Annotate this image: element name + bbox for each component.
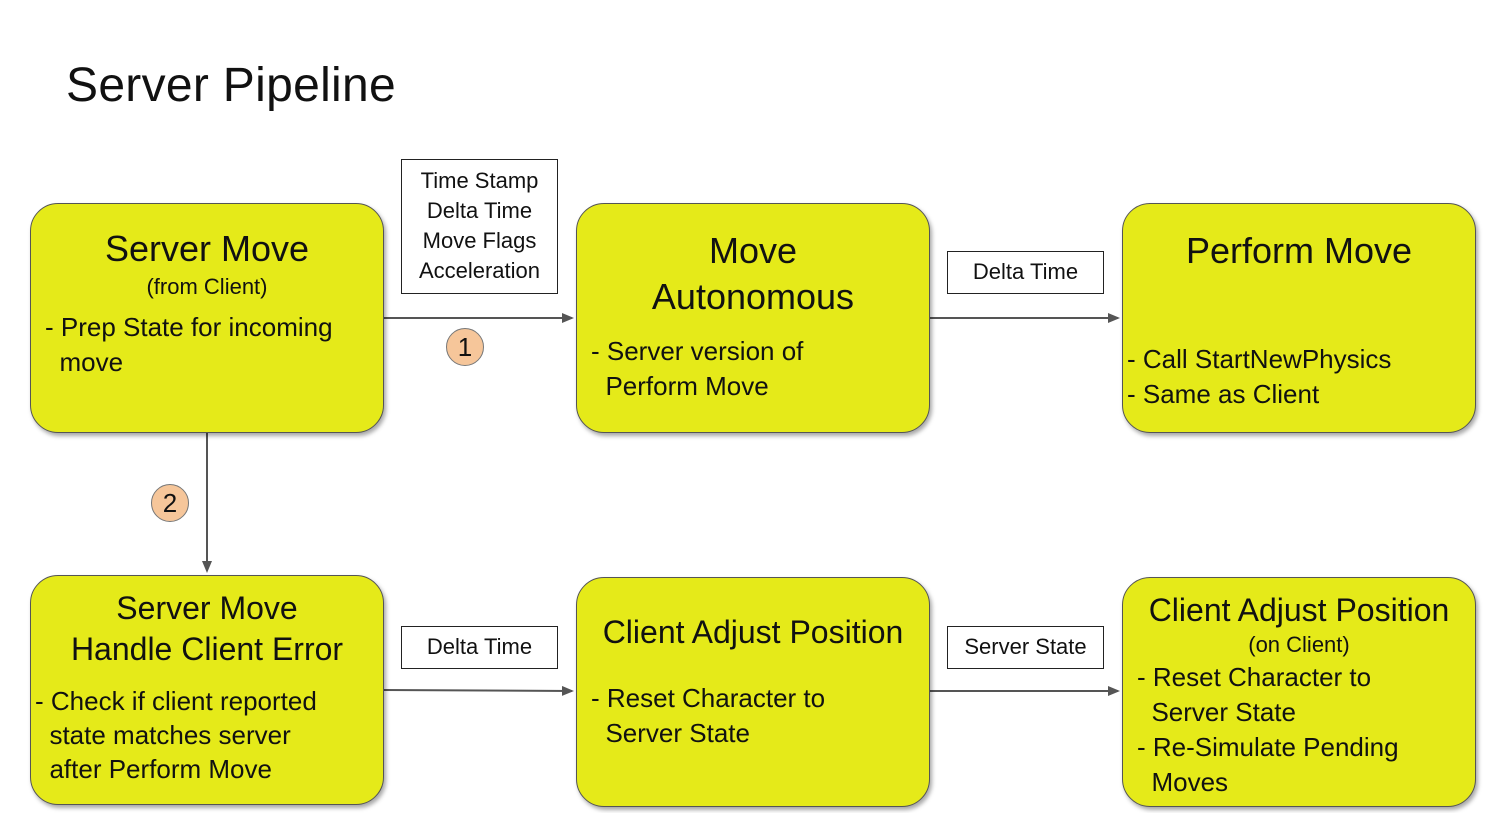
- delta-time-label-top: Delta Time: [947, 251, 1104, 294]
- step-badge-1: 1: [446, 328, 484, 366]
- server-move-bullet-1-cont: move: [45, 347, 124, 377]
- handle-client-error-bullet-1-cont-2: after Perform Move: [35, 754, 272, 784]
- client-adjust-on-client-bullet-1-cont: Server State: [1137, 697, 1296, 727]
- move-autonomous-bullet-1-cont: Perform Move: [591, 371, 769, 401]
- client-adjust-on-client-bullet-2-cont: Moves: [1137, 767, 1229, 797]
- server-state-label: Server State: [947, 626, 1104, 669]
- delta-time-label-bottom: Delta Time: [401, 626, 558, 669]
- perform-move-title: Perform Move: [1185, 230, 1413, 271]
- server-move-title: Server Move: [104, 228, 310, 269]
- handle-client-error-bullet-1: - Check if client reported: [35, 686, 317, 716]
- page-title: Server Pipeline: [66, 59, 396, 112]
- move-data-label-line-3: Move Flags: [422, 228, 537, 253]
- move-data-label-line-4: Acceleration: [418, 258, 541, 283]
- perform-move-bullet-2: - Same as Client: [1127, 379, 1320, 409]
- move-data-label-line-2: Delta Time: [426, 198, 533, 223]
- client-adjust-on-client-subtitle: (on Client): [1248, 632, 1350, 657]
- move-autonomous-title-line-2: Autonomous: [651, 276, 855, 317]
- perform-move-bullet-1: - Call StartNewPhysics: [1127, 344, 1392, 374]
- client-adjust-on-client-title: Client Adjust Position: [1148, 592, 1450, 628]
- server-move-subtitle: (from Client): [146, 274, 268, 299]
- perform-move-node: Perform Move - Call StartNewPhysics - Sa…: [1122, 203, 1476, 433]
- step-badge-2: 2: [151, 484, 189, 522]
- move-data-label: Time Stamp Delta Time Move Flags Acceler…: [401, 159, 558, 294]
- server-move-node: Server Move (from Client) - Prep State f…: [30, 203, 384, 433]
- client-adjust-position-title: Client Adjust Position: [602, 614, 904, 650]
- handle-client-error-title-line-1: Server Move: [116, 590, 298, 626]
- client-adjust-position-on-client-node: Client Adjust Position (on Client) - Res…: [1122, 577, 1476, 807]
- client-adjust-position-node: Client Adjust Position - Reset Character…: [576, 577, 930, 807]
- client-adjust-position-bullet-1-cont: Server State: [591, 718, 750, 748]
- move-autonomous-node: Move Autonomous - Server version of Perf…: [576, 203, 930, 433]
- arrow-handle-client-error-to-client-adjust: [383, 685, 574, 696]
- handle-client-error-title-line-2: Handle Client Error: [70, 631, 344, 667]
- move-data-label-line-1: Time Stamp: [420, 168, 539, 193]
- handle-client-error-node: Server Move Handle Client Error - Check …: [30, 575, 384, 805]
- move-autonomous-bullet-1: - Server version of: [591, 336, 804, 366]
- move-autonomous-title-line-1: Move: [708, 230, 798, 271]
- client-adjust-on-client-bullet-2: - Re-Simulate Pending: [1137, 732, 1399, 762]
- client-adjust-on-client-bullet-1: - Reset Character to: [1137, 662, 1372, 692]
- client-adjust-position-bullet-1: - Reset Character to: [591, 683, 826, 713]
- server-move-bullet-1: - Prep State for incoming: [45, 312, 333, 342]
- handle-client-error-bullet-1-cont-1: state matches server: [35, 720, 291, 750]
